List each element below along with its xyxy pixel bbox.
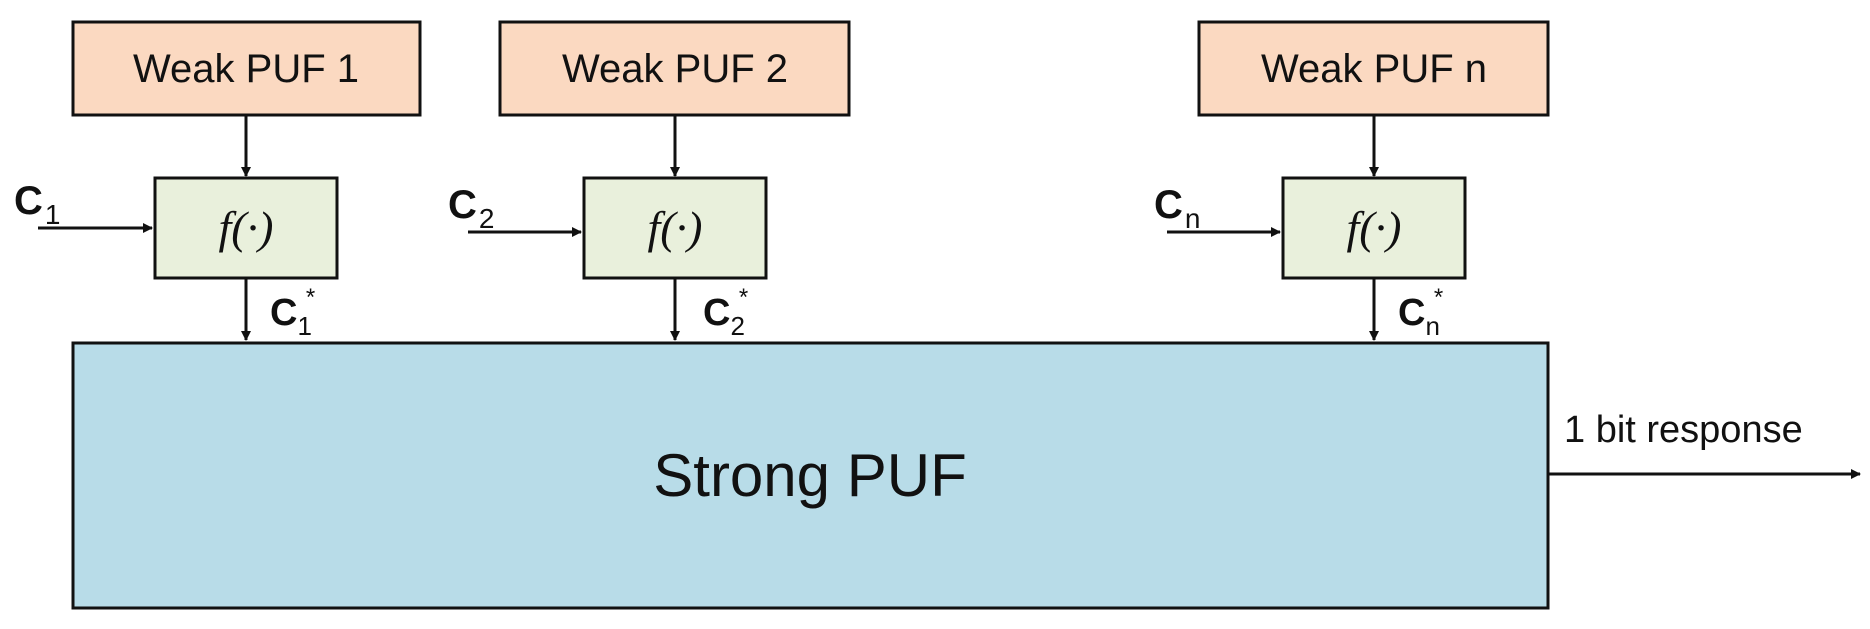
weak-puf-1-box xyxy=(71,20,422,117)
puf-column-n: Weak PUF n f(·) Cn Cn* xyxy=(1154,20,1550,341)
func-n-label: f(·) xyxy=(1347,202,1402,253)
func-2-box xyxy=(582,176,768,280)
func-2-label: f(·) xyxy=(648,202,703,253)
func-n-box xyxy=(1281,176,1467,280)
func-1-box xyxy=(153,176,339,280)
strong-puf-label: Strong PUF xyxy=(653,442,966,509)
input-c1-label: C1 xyxy=(14,179,60,230)
output-c2-label: C2* xyxy=(703,284,748,341)
response-label: 1 bit response xyxy=(1564,409,1803,451)
input-c2-label: C2 xyxy=(448,183,494,234)
input-cn-label: Cn xyxy=(1154,183,1200,234)
weak-puf-n-label: Weak PUF n xyxy=(1261,47,1487,91)
strong-puf-box xyxy=(71,341,1550,610)
puf-column-2: Weak PUF 2 f(·) C2 C2* xyxy=(448,20,851,341)
weak-puf-1-label: Weak PUF 1 xyxy=(133,47,359,91)
puf-column-1: Weak PUF 1 f(·) C1 C1* xyxy=(14,20,422,341)
output-c1-label: C1* xyxy=(270,284,315,341)
weak-puf-2-label: Weak PUF 2 xyxy=(562,47,788,91)
func-1-label: f(·) xyxy=(219,202,274,253)
weak-puf-n-box xyxy=(1197,20,1550,117)
output-cn-label: Cn* xyxy=(1398,284,1443,341)
weak-puf-2-box xyxy=(498,20,851,117)
